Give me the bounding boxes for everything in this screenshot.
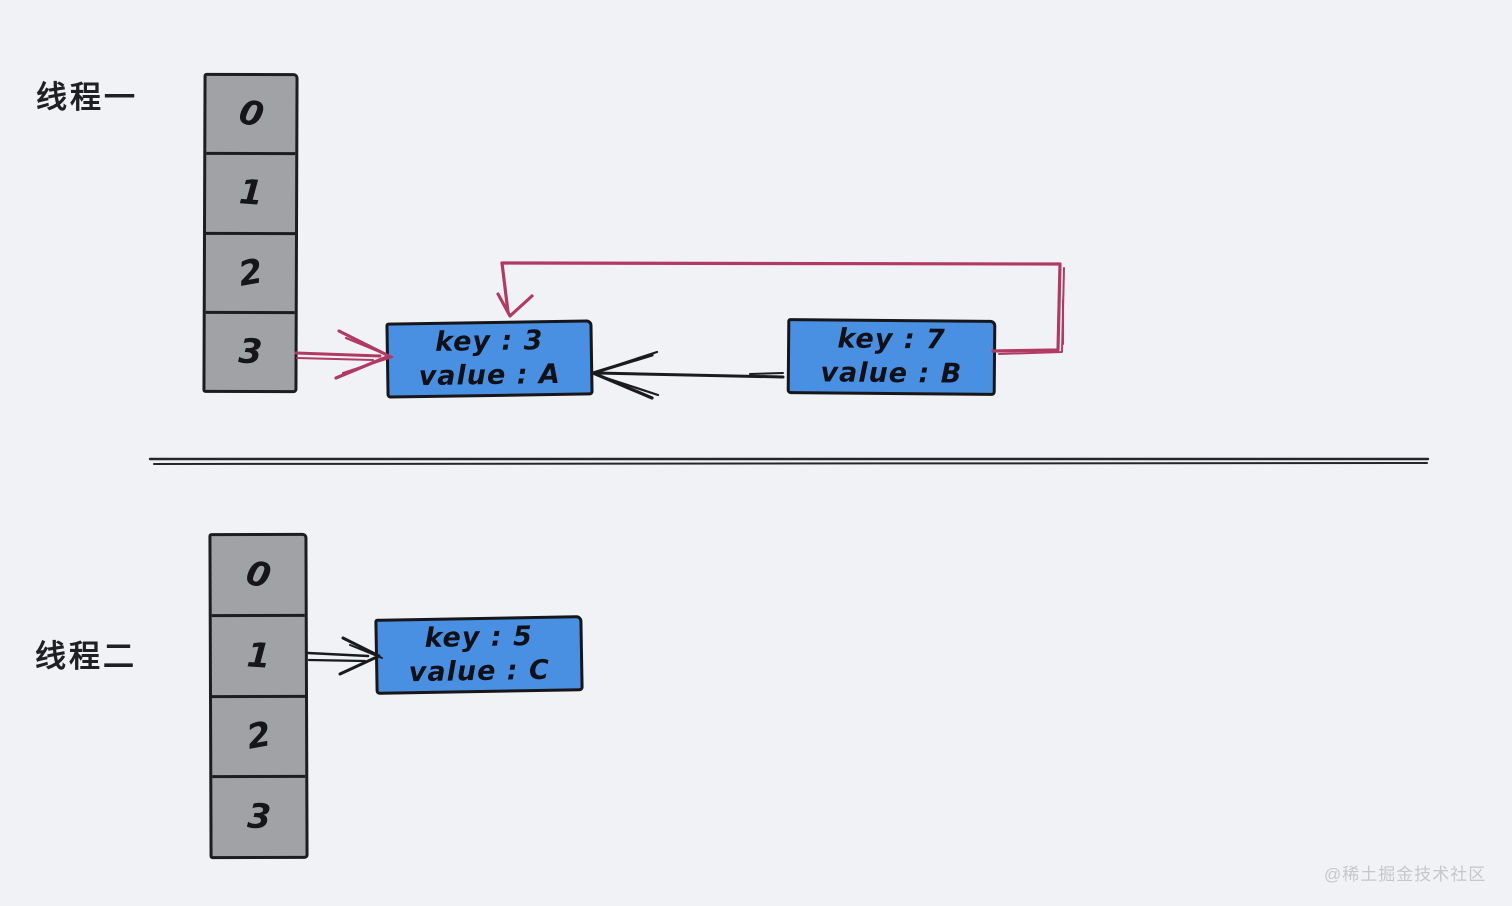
arrow-thread2-bucket1-to-node-key5-icon xyxy=(306,636,383,676)
node-key-line: key : 7 xyxy=(837,323,946,356)
thread2-bucket-1: 1 xyxy=(211,613,305,695)
node-key5: key : 5 value : C xyxy=(374,615,584,695)
thread2-bucket-2: 2 xyxy=(211,694,306,776)
node-value-line: value : C xyxy=(408,654,551,689)
thread1-bucket-array: 0 1 2 3 xyxy=(202,72,299,394)
bucket-index: 1 xyxy=(237,172,264,215)
node-value-line: value : A xyxy=(418,358,562,393)
bucket-index: 3 xyxy=(237,331,264,373)
bucket-index: 2 xyxy=(243,714,274,759)
thread1-bucket-1: 1 xyxy=(206,152,296,232)
node-key-line: key : 3 xyxy=(434,325,544,358)
node-value-line: value : B xyxy=(820,357,963,390)
node-key7: key : 7 value : B xyxy=(786,318,997,396)
watermark: @稀土掘金技术社区 xyxy=(1324,865,1487,884)
thread1-bucket-2: 2 xyxy=(205,231,296,311)
bucket-index: 0 xyxy=(241,552,275,598)
arrow-node-key7-to-node-key3-icon xyxy=(591,350,785,400)
arrow-thread1-bucket3-to-node-key3-icon xyxy=(294,329,394,380)
section-divider xyxy=(148,457,1430,465)
thread1-bucket-0: 0 xyxy=(206,76,295,153)
bucket-index: 0 xyxy=(234,91,268,137)
node-key3: key : 3 value : A xyxy=(385,319,594,399)
thread1-label: 线程一 xyxy=(36,80,138,115)
thread2-label: 线程二 xyxy=(35,639,137,674)
bucket-index: 2 xyxy=(235,250,266,295)
thread2-bucket-0: 0 xyxy=(211,536,304,614)
thread2-bucket-3: 3 xyxy=(212,775,306,857)
thread2-bucket-array: 0 1 2 3 xyxy=(208,532,309,860)
bucket-index: 1 xyxy=(245,634,272,677)
bucket-index: 3 xyxy=(246,796,272,838)
node-key-line: key : 5 xyxy=(424,621,534,654)
thread1-bucket-3: 3 xyxy=(205,310,295,391)
